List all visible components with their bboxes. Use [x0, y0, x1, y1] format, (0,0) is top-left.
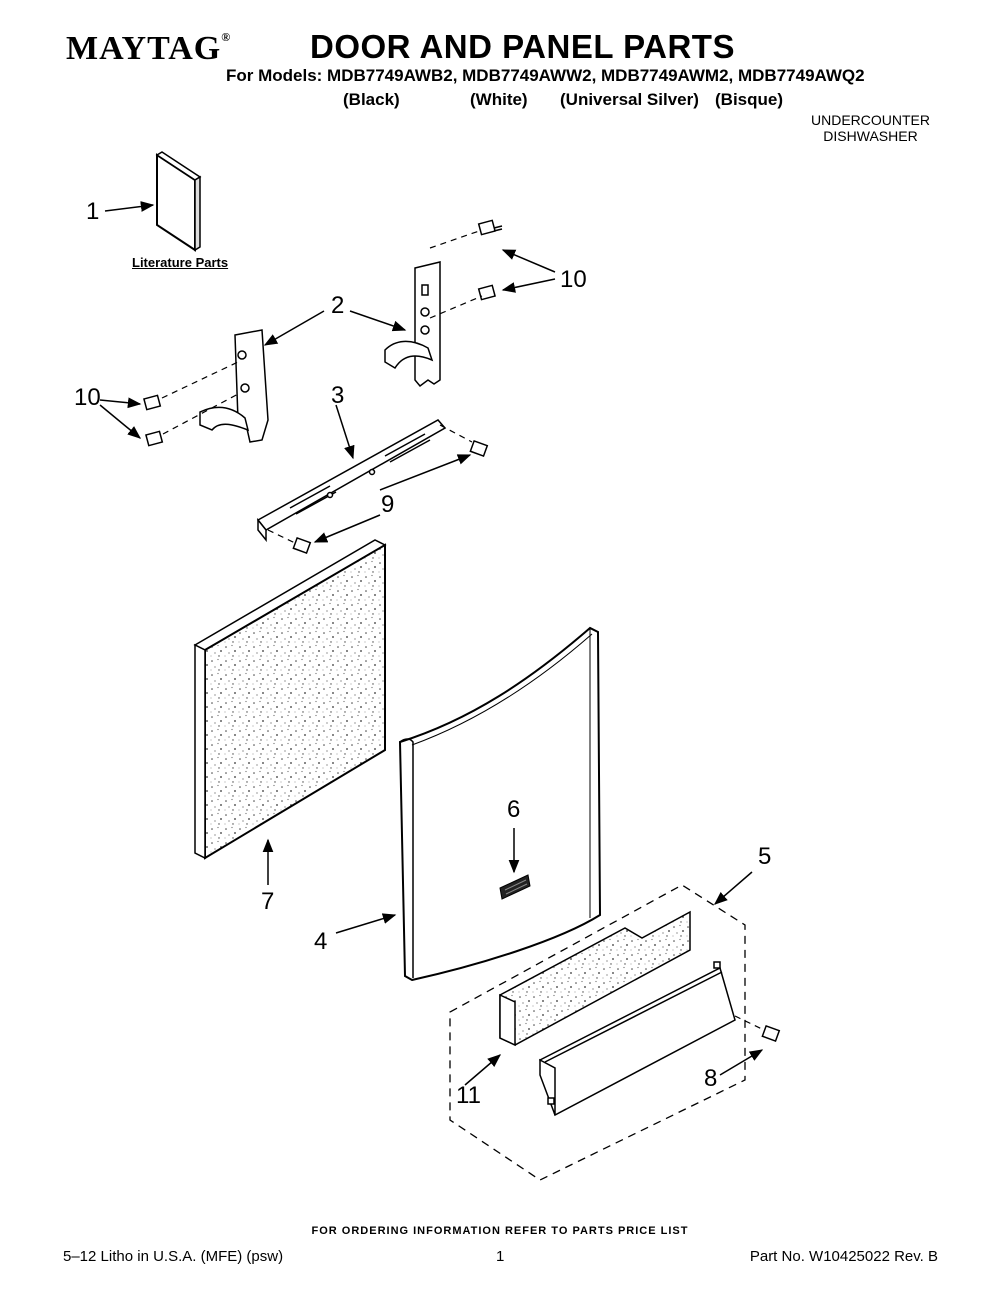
callout-7: 7 — [261, 888, 275, 915]
callout-3: 3 — [331, 382, 345, 409]
literature-parts-label: Literature Parts — [132, 255, 229, 270]
registered-mark: ® — [221, 30, 232, 44]
assembly-line-9a — [439, 424, 473, 443]
callout-arrow-2a — [263, 310, 325, 346]
assembly-line-8 — [734, 1015, 765, 1031]
callout-arrow-2b — [349, 310, 407, 332]
callout-arrow-1 — [104, 201, 155, 212]
hinge-screws-left — [143, 394, 164, 447]
callout-arrow-9a — [379, 454, 472, 491]
assembly-line-10c — [161, 361, 239, 399]
toe-panel — [539, 961, 736, 1117]
page-number: 1 — [496, 1248, 505, 1265]
assembly-line-9b — [267, 529, 296, 544]
color-white: (White) — [470, 90, 528, 109]
toe-panel-screw — [761, 1024, 781, 1042]
callout-10-left: 10 — [74, 384, 101, 411]
color-bisque: (Bisque) — [715, 90, 783, 109]
callout-arrow-10b — [501, 278, 556, 293]
callout-arrow-10d — [99, 404, 142, 439]
callout-8: 8 — [704, 1065, 718, 1092]
callout-2: 2 — [331, 292, 345, 319]
brand-logo: MAYTAG® — [66, 30, 231, 68]
product-type: UNDERCOUNTER DISHWASHER — [811, 112, 930, 144]
models-line: For Models: MDB7749AWB2, MDB7749AWW2, MD… — [226, 66, 865, 85]
callout-11: 11 — [456, 1082, 481, 1109]
callout-5: 5 — [758, 843, 772, 870]
product-line-2: DISHWASHER — [823, 128, 918, 144]
part-number: Part No. W10425022 Rev. B — [749, 1248, 938, 1265]
outer-door-panel — [398, 626, 602, 982]
callout-arrow-8 — [719, 1049, 764, 1076]
hinge-screws-upper — [477, 219, 503, 301]
litho-info: 5–12 Litho in U.S.A. (MFE) (psw) — [63, 1248, 284, 1265]
assembly-line-10a — [429, 229, 483, 249]
toe-insulation — [499, 910, 691, 1047]
assembly-line-10b — [429, 295, 483, 319]
callout-arrow-4 — [335, 913, 397, 934]
callout-9: 9 — [381, 491, 395, 518]
insulation-panel — [193, 539, 387, 860]
callout-10-upper: 10 — [560, 266, 587, 293]
color-black: (Black) — [343, 90, 400, 109]
callout-arrow-10c — [99, 397, 142, 409]
callout-6: 6 — [507, 796, 521, 823]
assembly-line-10d — [162, 392, 241, 435]
callout-arrow-11 — [464, 1054, 502, 1086]
page-title: DOOR AND PANEL PARTS — [310, 28, 735, 65]
toe-panel-assembly-outline — [449, 884, 746, 1181]
callout-arrow-5 — [713, 871, 753, 905]
product-line-1: UNDERCOUNTER — [811, 112, 930, 128]
panel-bracket — [256, 419, 447, 543]
callout-4: 4 — [314, 928, 328, 955]
bracket-screws — [292, 439, 489, 554]
callout-arrow-10a — [501, 249, 556, 273]
callout-arrow-9b — [313, 514, 381, 543]
literature-booklet — [155, 151, 202, 252]
hinge-bracket-right — [384, 261, 441, 388]
brand-name: MAYTAG — [66, 30, 222, 67]
callout-arrow-3 — [335, 404, 355, 460]
color-universal-silver: (Universal Silver) — [560, 90, 699, 109]
door-badge — [499, 874, 531, 900]
callout-1: 1 — [86, 198, 100, 225]
ordering-note: FOR ORDERING INFORMATION REFER TO PARTS … — [311, 1225, 689, 1237]
hinge-bracket-left — [199, 329, 269, 443]
